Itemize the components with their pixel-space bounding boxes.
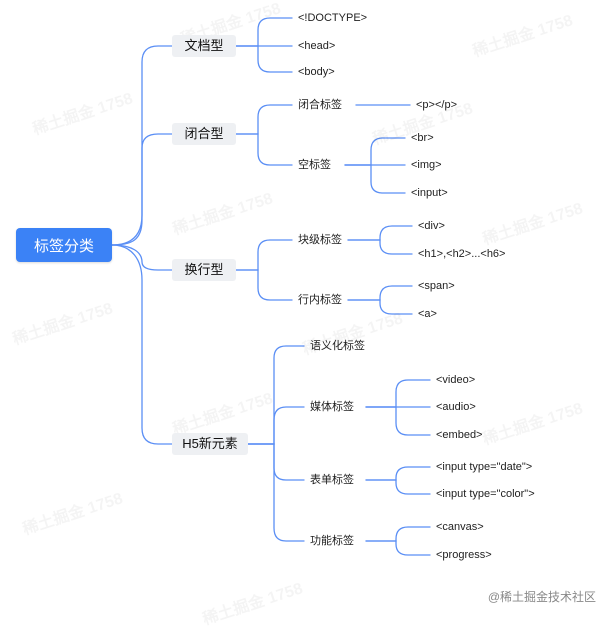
edge-inline-1 xyxy=(347,285,413,301)
edge-empty-3 xyxy=(344,164,406,194)
edge-h5-form xyxy=(247,443,305,481)
h5-func-label: 功能标签 xyxy=(310,535,354,547)
edge-block-2 xyxy=(347,239,413,255)
doc-item: <head> xyxy=(298,40,336,52)
edge-inline-2 xyxy=(347,299,413,315)
category-h5: H5新元素 xyxy=(172,433,248,455)
closed-empty-label: 空标签 xyxy=(298,159,331,171)
category-doc: 文档型 xyxy=(172,35,236,57)
category-wrap: 换行型 xyxy=(172,259,236,281)
edge-wrap-inline xyxy=(235,269,293,301)
h5-media-item: <audio> xyxy=(436,401,476,413)
h5-media-item: <embed> xyxy=(436,429,483,441)
closed-empty-item: <img> xyxy=(411,159,442,171)
edge-doc-1 xyxy=(235,17,293,47)
connector-lines xyxy=(111,17,431,556)
h5-media-item: <video> xyxy=(436,374,476,386)
wrap-inline-item: <span> xyxy=(418,280,455,292)
edge-media-3 xyxy=(365,406,431,436)
edge-func-1 xyxy=(365,526,431,542)
wrap-inline-item: <a> xyxy=(418,308,437,320)
doc-item: <body> xyxy=(298,66,335,78)
edge-doc-3 xyxy=(235,45,293,73)
category-closed: 闭合型 xyxy=(172,123,236,145)
edge-h5-semantic xyxy=(247,345,305,445)
edge-block-1 xyxy=(347,225,413,241)
edge-func-2 xyxy=(365,540,431,556)
h5-form-item: <input type="date"> xyxy=(436,461,533,473)
edge-form-1 xyxy=(365,466,431,481)
h5-func-item: <progress> xyxy=(436,549,492,561)
edge-root-closed xyxy=(111,133,173,246)
wrap-block-item: <div> xyxy=(418,220,445,232)
closed-paired-item: <p></p> xyxy=(416,99,457,111)
edge-root-wrap xyxy=(111,244,173,271)
source-credit: @稀土掘金技术社区 xyxy=(487,590,596,604)
edge-closed-empty xyxy=(235,133,293,166)
edge-root-h5 xyxy=(111,244,173,445)
h5-form-label: 表单标签 xyxy=(310,474,354,486)
closed-empty-item: <br> xyxy=(411,132,434,144)
wrap-block-label: 块级标签 xyxy=(298,234,342,246)
edge-empty-1 xyxy=(344,137,406,166)
closed-paired-label: 闭合标签 xyxy=(298,99,342,111)
h5-media-label: 媒体标签 xyxy=(310,401,354,413)
h5-form-item: <input type="color"> xyxy=(436,488,535,500)
closed-empty-item: <input> xyxy=(411,187,448,199)
h5-func-item: <canvas> xyxy=(436,521,484,533)
edge-form-2 xyxy=(365,479,431,495)
edge-closed-paired xyxy=(235,104,293,135)
edge-wrap-block xyxy=(235,239,293,271)
wrap-inline-label: 行内标签 xyxy=(298,294,342,306)
wrap-block-item: <h1>,<h2>...<h6> xyxy=(418,248,506,260)
mindmap: 稀土掘金 1758 稀土掘金 1758 稀土掘金 1758 稀土掘金 1758 … xyxy=(11,0,596,628)
edge-root-doc xyxy=(111,45,173,246)
edge-h5-func xyxy=(247,443,305,542)
edge-media-1 xyxy=(365,379,431,408)
h5-semantic-label: 语义化标签 xyxy=(310,340,365,352)
edge-h5-media xyxy=(247,406,305,445)
root-node: 标签分类 xyxy=(16,228,112,262)
doc-item: <!DOCTYPE> xyxy=(298,12,368,24)
